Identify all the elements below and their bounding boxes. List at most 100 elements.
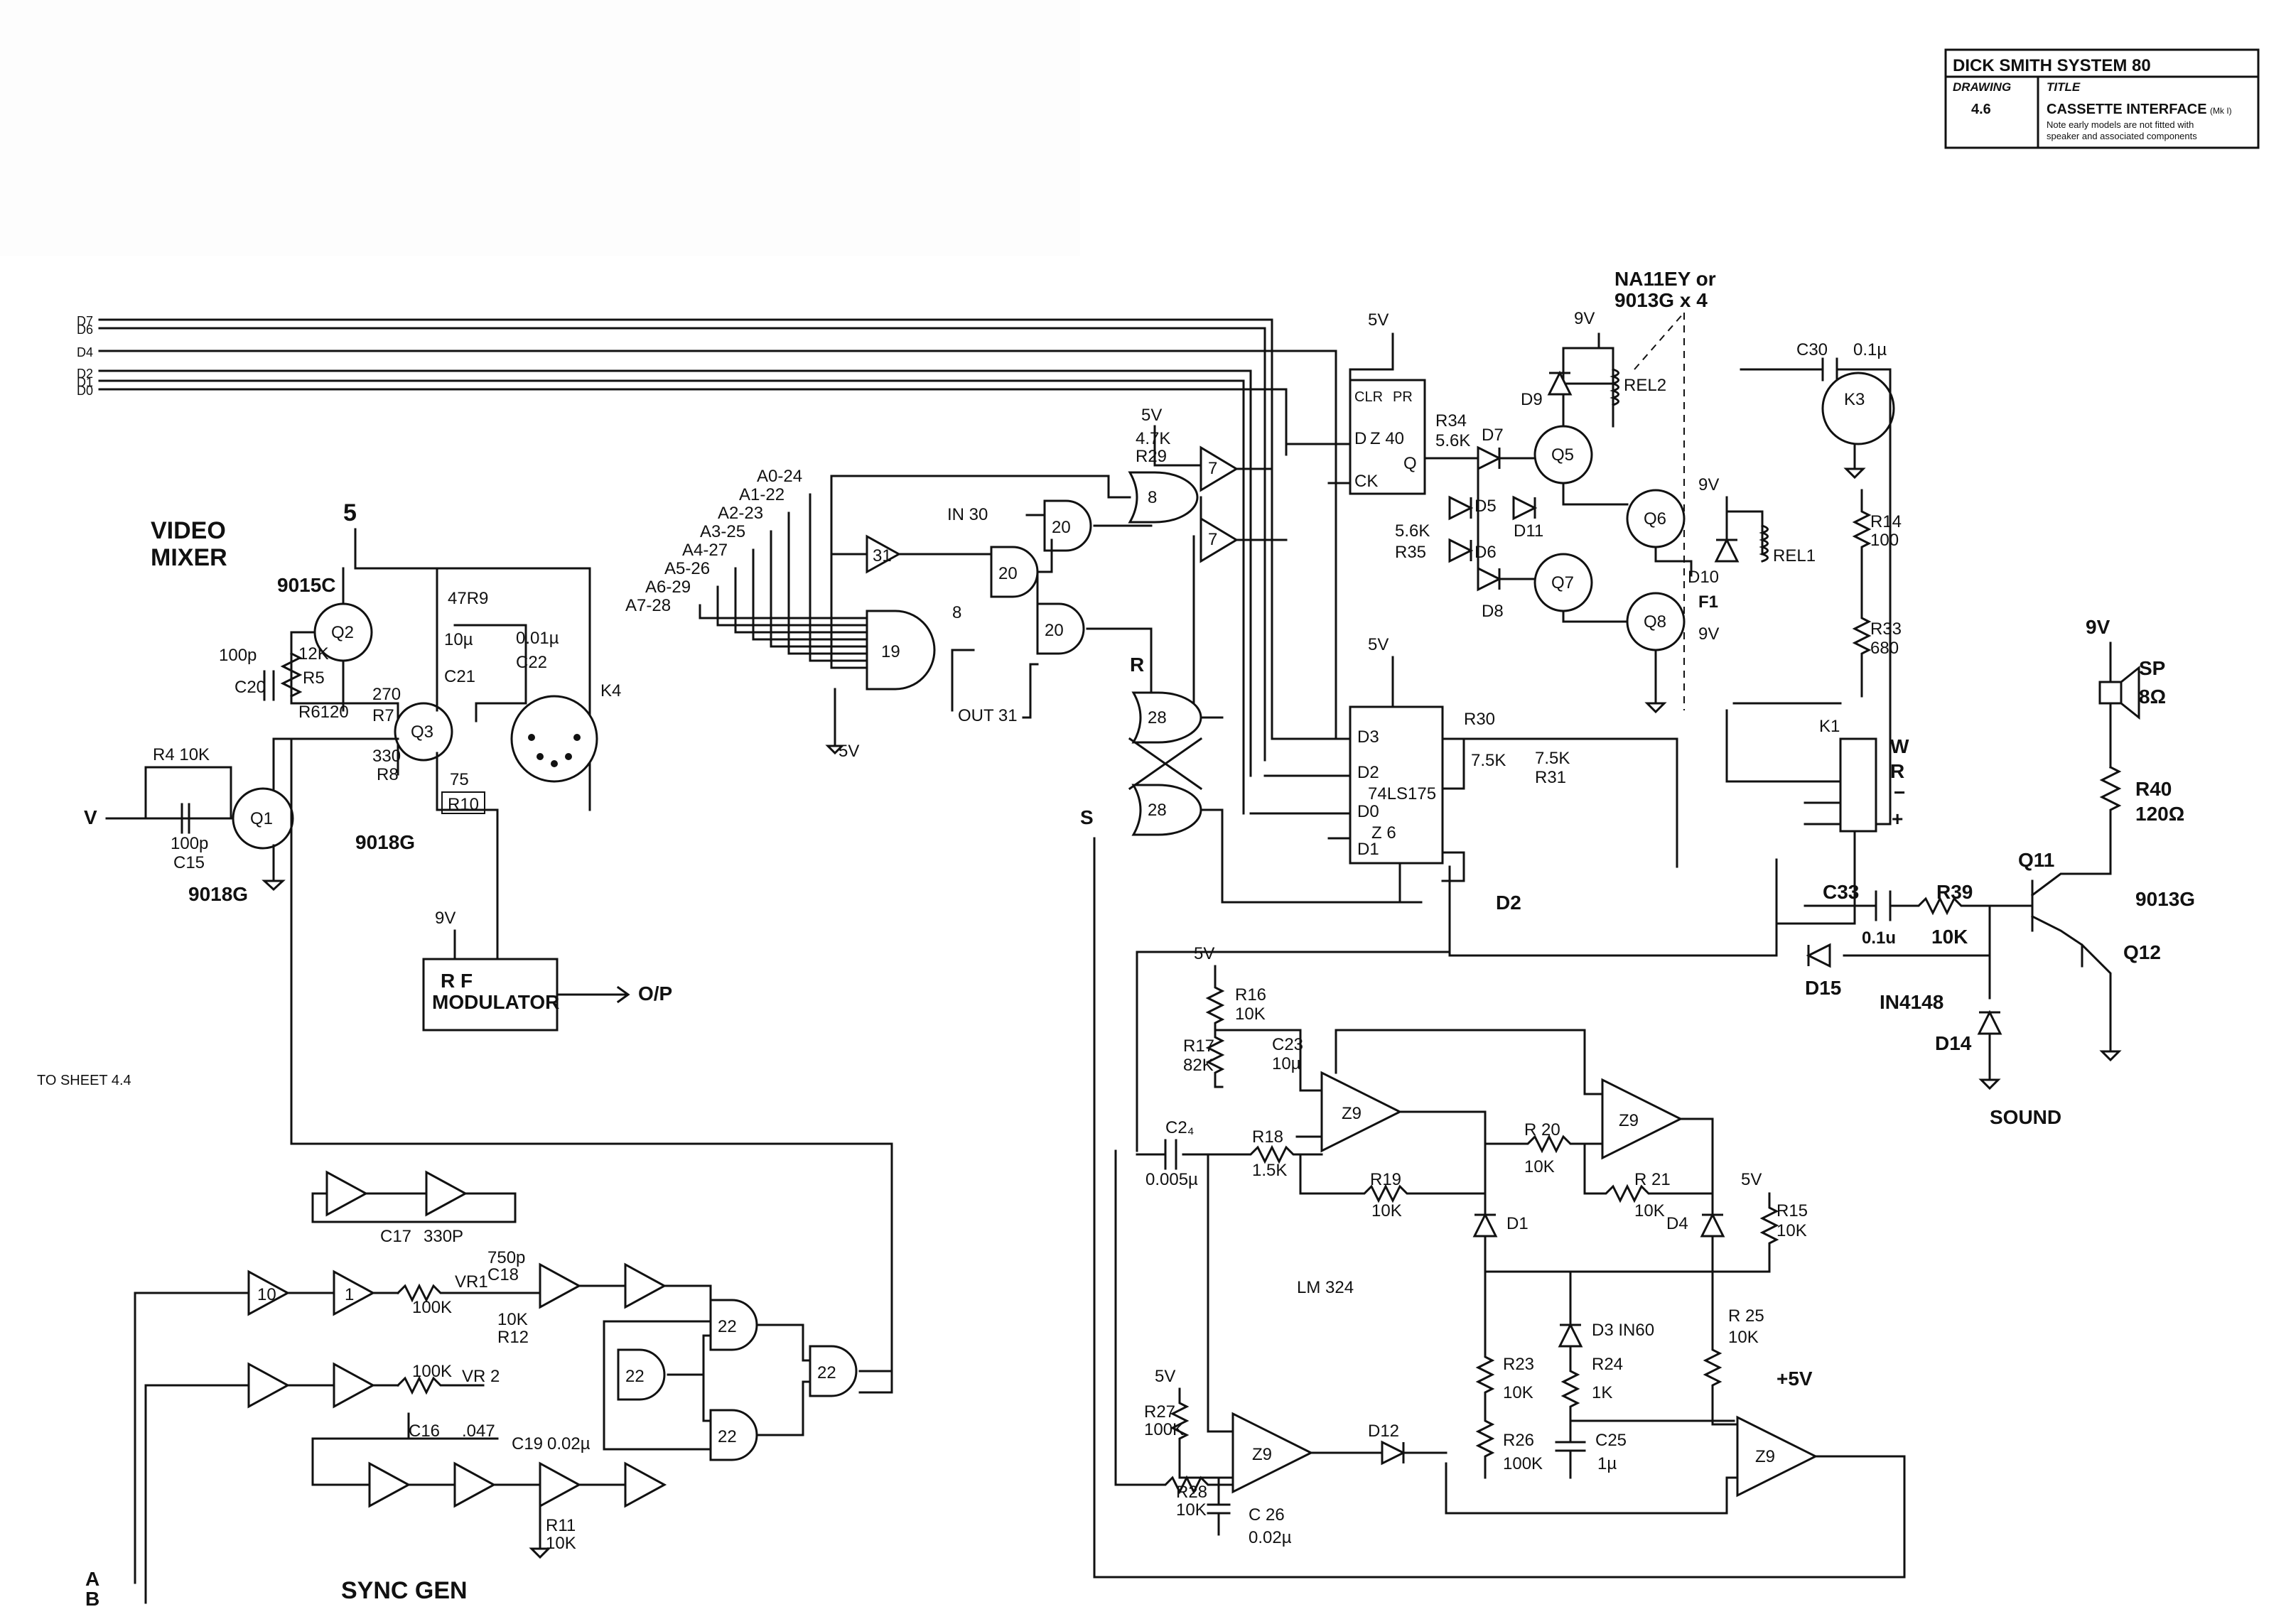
d8-label: D8 bbox=[1482, 602, 1504, 621]
svg-text:28: 28 bbox=[1148, 708, 1167, 727]
svg-text:31: 31 bbox=[873, 546, 892, 565]
z40-ck: CK bbox=[1354, 472, 1378, 491]
r9-label: 47R9 bbox=[448, 589, 488, 608]
k1-r: R bbox=[1890, 760, 1904, 782]
q2-type-label: 9015C bbox=[277, 574, 336, 596]
svg-text:28: 28 bbox=[1148, 801, 1167, 820]
video-mixer-title-1: VIDEO bbox=[151, 517, 226, 544]
z40-pr: PR bbox=[1393, 389, 1413, 405]
d5-label: D5 bbox=[1474, 497, 1497, 516]
r29-supply: 5V bbox=[1141, 406, 1162, 425]
r35-value: 5.6K bbox=[1395, 521, 1430, 541]
z40-supply: 5V bbox=[1368, 310, 1389, 330]
z40-q: Q bbox=[1403, 454, 1417, 473]
speaker-value: 8Ω bbox=[2139, 686, 2166, 708]
r15-label: R15 bbox=[1776, 1201, 1808, 1220]
r29-value: 4.7K bbox=[1136, 429, 1170, 448]
opamp-z9-b bbox=[1601, 1078, 1683, 1160]
r4-label: R4 10K bbox=[153, 745, 210, 764]
r17-label: R17 bbox=[1183, 1036, 1214, 1056]
d2-bar-label: D2 bbox=[1496, 892, 1521, 914]
r12-value: 10K bbox=[497, 1310, 528, 1329]
r16-label: R16 bbox=[1235, 985, 1266, 1005]
data-bus: D7 D6 D4 D2 D1 D0 bbox=[77, 314, 1352, 815]
svg-text:22: 22 bbox=[625, 1367, 645, 1386]
r31-value: 7.5K bbox=[1535, 749, 1570, 768]
opamp-z9-c bbox=[1231, 1412, 1314, 1494]
c16-label: C16 bbox=[409, 1422, 440, 1441]
c25-value: 1µ bbox=[1597, 1454, 1617, 1473]
nand-z22-d bbox=[809, 1345, 858, 1397]
k1-minus: − bbox=[1894, 781, 1905, 803]
q8-label: Q8 bbox=[1644, 612, 1666, 632]
vr1-value: 100K bbox=[412, 1298, 452, 1317]
r6-label: R6120 bbox=[298, 703, 349, 722]
rf-modulator-label-1: R F bbox=[441, 970, 473, 992]
svg-text:20: 20 bbox=[1052, 518, 1071, 537]
c18-label: C18 bbox=[487, 1265, 519, 1284]
in4148-label: IN4148 bbox=[1880, 991, 1943, 1013]
nor-z28-b bbox=[1131, 784, 1202, 836]
k1-w: W bbox=[1890, 735, 1909, 757]
z40-clr: CLR bbox=[1354, 389, 1383, 405]
c19-label: C19 bbox=[512, 1434, 543, 1454]
q6-label: Q6 bbox=[1644, 509, 1666, 529]
bus-label-d1: D1 bbox=[77, 375, 93, 389]
r8-label: R8 bbox=[377, 765, 399, 784]
control-logic: 5V 4.7K R29 7 7 8 R S 28 28 bbox=[1080, 406, 1906, 1579]
drawing-heading: DRAWING bbox=[1953, 80, 2011, 94]
c33-value: 0.1u bbox=[1862, 929, 1896, 948]
cassette-amplifier: 5V R16 10K R17 82K C23 10µ Z9 Z9 Z9 Z9 +… bbox=[1114, 830, 1906, 1547]
supply-5-label: 5 bbox=[343, 499, 357, 526]
c24-value: 0.005µ bbox=[1145, 1170, 1198, 1189]
bus-label-d7: D7 bbox=[77, 314, 93, 328]
vr1-label: VR1 bbox=[455, 1272, 488, 1292]
addr-a2: A2-23 bbox=[718, 504, 763, 523]
fuse-label: F1 bbox=[1698, 592, 1718, 612]
d4-label: D4 bbox=[1666, 1214, 1688, 1233]
nand-z22-c bbox=[709, 1409, 758, 1461]
input-b-label: B bbox=[85, 1588, 99, 1610]
rel1-label: REL1 bbox=[1773, 546, 1816, 565]
r18-value: 1.5K bbox=[1252, 1161, 1287, 1180]
nand-z20-c bbox=[1036, 602, 1085, 655]
svg-text:8: 8 bbox=[952, 603, 961, 622]
z6-d0: D0 bbox=[1357, 802, 1379, 821]
c26-label: C 26 bbox=[1249, 1505, 1285, 1525]
r27-value: 100K bbox=[1144, 1420, 1184, 1439]
q11-type-label: 9013G bbox=[2135, 888, 2195, 910]
r23-label: R23 bbox=[1503, 1355, 1534, 1374]
d3-label: D3 IN60 bbox=[1592, 1321, 1654, 1340]
svg-text:22: 22 bbox=[817, 1363, 836, 1382]
ls175-chip bbox=[1349, 705, 1444, 865]
r17-value: 82K bbox=[1183, 1056, 1214, 1075]
svg-text:20: 20 bbox=[998, 564, 1018, 583]
bus-label-d0: D0 bbox=[77, 384, 93, 398]
c18-value: 750p bbox=[487, 1248, 525, 1267]
r21-label: R 21 bbox=[1634, 1170, 1671, 1189]
transistor-note-1: NA11EY or bbox=[1614, 268, 1716, 290]
address-decode: A0-24 A1-22 A2-23 A3-25 A4-27 A5-26 A6-2… bbox=[625, 467, 1153, 761]
d9-label: D9 bbox=[1521, 390, 1543, 409]
inverter-z10-c bbox=[247, 1362, 291, 1409]
buffer-z7-a bbox=[1199, 445, 1239, 492]
fuse-supply: 9V bbox=[1698, 624, 1719, 644]
ls175-label: 74LS175 bbox=[1368, 784, 1436, 803]
q1-type-label: 9018G bbox=[188, 883, 248, 905]
nand-z19 bbox=[866, 610, 936, 691]
sync-gen: SYNC GEN A B 10 1 C17 330P 100K VR1 750p… bbox=[85, 1170, 893, 1610]
c23-label: C23 bbox=[1272, 1035, 1303, 1054]
r19-label: R19 bbox=[1370, 1170, 1401, 1189]
video-mixer-title-2: MIXER bbox=[151, 544, 227, 571]
vr2-value: 100K bbox=[412, 1362, 452, 1381]
c20-value: 100p bbox=[219, 646, 257, 665]
nor-z8 bbox=[1128, 471, 1199, 524]
r5-value: 12K bbox=[298, 644, 329, 664]
r33-label: R33 bbox=[1870, 619, 1902, 639]
r12-label: R12 bbox=[497, 1328, 529, 1347]
d10-label: D10 bbox=[1688, 568, 1719, 587]
r27-supply: 5V bbox=[1155, 1367, 1175, 1386]
nand-z22-a bbox=[617, 1348, 666, 1401]
z40-chip bbox=[1349, 379, 1426, 495]
c22-value: 0.01µ bbox=[516, 629, 559, 648]
